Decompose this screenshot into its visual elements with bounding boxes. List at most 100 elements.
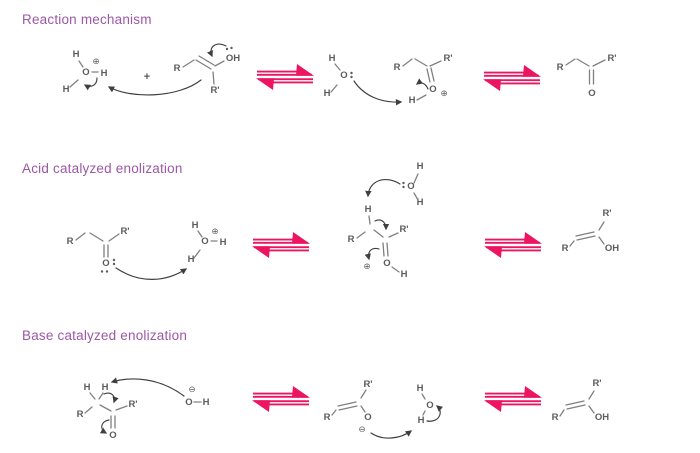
atom-label: R: [552, 412, 559, 423]
bond: [89, 392, 96, 400]
atom-label: R': [128, 399, 137, 410]
bond: [414, 58, 428, 67]
electron-arrow: [110, 377, 185, 397]
bond: [575, 231, 595, 237]
atom-label: OH: [595, 412, 609, 423]
atom-label: H: [203, 397, 210, 408]
charge-label: ⊕: [440, 89, 447, 99]
electron-arrow: [426, 405, 444, 422]
atom-label: R': [607, 53, 616, 64]
bond: [84, 406, 93, 414]
electron-arrow: [365, 179, 401, 198]
atom-label: R: [394, 62, 401, 73]
bond: [69, 79, 79, 88]
water-3: H O H: [417, 383, 444, 426]
hydronium-ion-2: H O ⊕ H H: [188, 220, 227, 265]
bond: [214, 60, 225, 67]
bond: [356, 231, 366, 239]
electron-arrow: [103, 392, 119, 404]
atom-label: H: [329, 53, 336, 64]
lone-pair-dot: [402, 185, 405, 189]
atom-label: OH: [226, 53, 240, 64]
bond: [382, 242, 385, 257]
equilibrium-arrow-icon: [484, 231, 542, 259]
bond: [576, 58, 590, 67]
equilibrium-arrow-icon: [256, 63, 314, 91]
atom-label: R': [363, 379, 372, 390]
enolate-intermediate: R R' O ⊖: [324, 379, 413, 439]
atom-label: R: [174, 63, 181, 74]
lone-pair-dot: [350, 75, 353, 79]
electron-arrow: [374, 219, 390, 231]
bond: [368, 215, 371, 225]
bond: [108, 233, 120, 242]
electron-arrow: [107, 79, 202, 96]
atom-label: H: [63, 84, 70, 95]
charge-label: ⊖: [358, 425, 365, 435]
atom-label: O: [588, 88, 595, 99]
electron-arrow: [115, 267, 188, 280]
electron-arrow: [370, 430, 413, 439]
equilibrium-arrow-icon: [484, 385, 542, 413]
bond: [360, 405, 366, 413]
atom-label: H: [365, 204, 372, 215]
atom-label: H: [418, 415, 425, 426]
bond: [429, 60, 442, 67]
bond: [331, 409, 337, 416]
enol-reactant-1: R OH R': [174, 43, 240, 96]
section-title-acid-enolization: Acid catalyzed enolization: [22, 161, 183, 176]
electron-arrow: [364, 247, 380, 261]
lone-pair-dot: [350, 71, 353, 75]
ketone-reactant-3: H H R R' O: [77, 382, 138, 441]
atom-label: O: [407, 181, 414, 192]
atom-label: O: [364, 412, 371, 423]
equilibrium-arrow-icon: [252, 231, 310, 259]
bond: [193, 249, 201, 259]
electron-arrow: [415, 78, 429, 90]
bond: [197, 230, 203, 238]
charge-label: ⊖: [188, 385, 195, 395]
atom-label: O: [82, 67, 89, 78]
bond: [559, 409, 565, 417]
atom-label: H: [220, 237, 227, 248]
enol-product-2: R R' OH: [562, 208, 620, 254]
atom-label: H: [401, 269, 408, 280]
charge-label: ⊕: [92, 57, 99, 67]
atom-label: R: [324, 412, 331, 423]
bond: [416, 94, 427, 101]
bond: [422, 410, 426, 416]
equilibrium-arrow-icon: [252, 385, 310, 413]
ketone-product-1: R R' O: [557, 53, 617, 99]
atom-label: R: [77, 409, 84, 420]
protonated-ketone-2-with-water: H O H H R R' O ⊕ H: [348, 161, 424, 280]
lone-pair-dot: [225, 47, 229, 51]
atom-label: H: [417, 197, 424, 208]
atom-label: R: [348, 234, 355, 245]
atom-label: O: [426, 400, 433, 411]
bond: [576, 235, 596, 241]
atom-label: H: [101, 68, 108, 79]
bond: [334, 63, 341, 71]
electron-arrow: [206, 43, 227, 58]
atom-label: R': [120, 226, 129, 237]
section-title-base-enolization: Base catalyzed enolization: [22, 328, 188, 343]
atom-label: R': [592, 378, 601, 389]
bond: [330, 84, 338, 93]
bond: [430, 67, 435, 82]
atom-label: R': [443, 53, 452, 64]
atom-label: H: [188, 254, 195, 265]
charge-label: ⊕: [211, 227, 218, 237]
atom-label: R: [562, 243, 569, 254]
lone-pair-dot: [105, 270, 109, 273]
bond: [391, 266, 400, 273]
lone-pair-dot: [230, 46, 233, 50]
bond: [212, 71, 215, 85]
hydronium-ion-1: H O ⊕ H H: [63, 49, 108, 95]
bond: [588, 405, 595, 414]
atom-label: H: [73, 49, 80, 60]
protonated-ketone-1: R R' O ⊕ H: [394, 53, 453, 106]
bond: [182, 59, 195, 68]
bond: [78, 60, 84, 68]
plus-sign: +: [144, 71, 150, 83]
